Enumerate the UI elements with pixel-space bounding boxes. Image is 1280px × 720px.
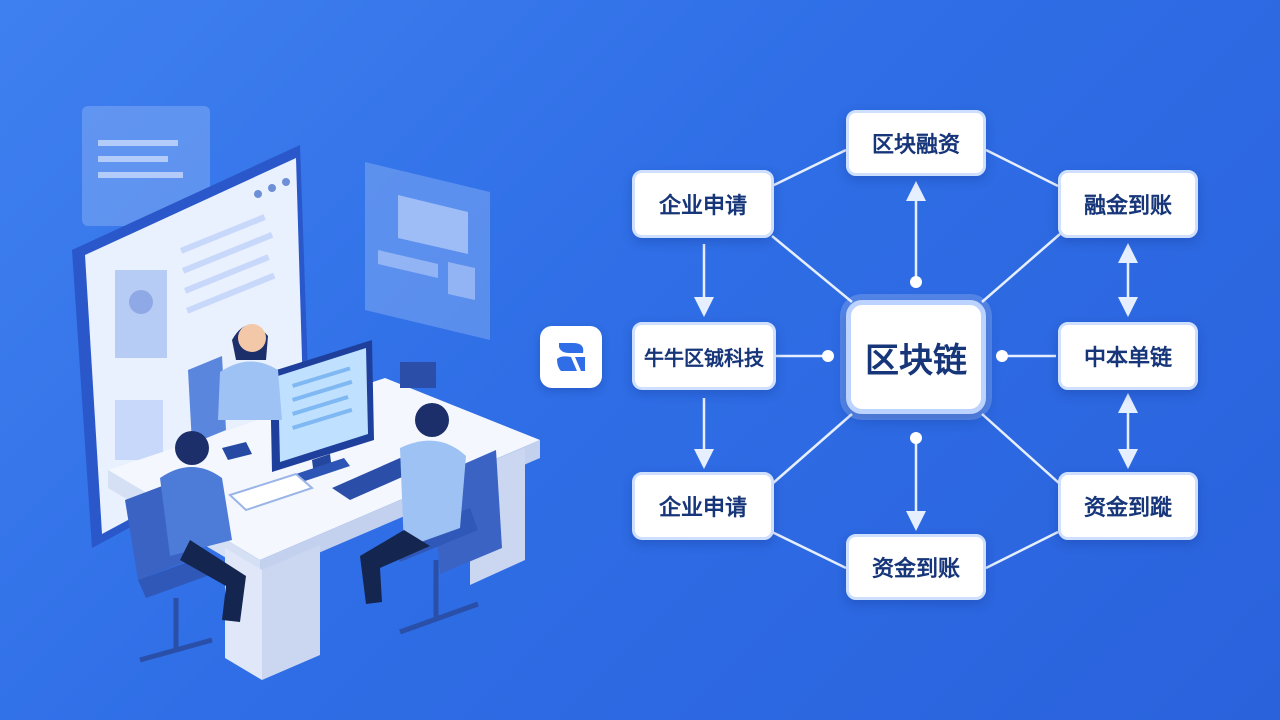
dot-center-top [910, 276, 922, 288]
office-illustration [72, 106, 540, 680]
connector-center-rightbottom [981, 413, 1061, 485]
dot-center-bottom [910, 432, 922, 444]
connector-top-righttop [985, 148, 1059, 188]
node-right-bottom: 资金到蹝 [1058, 472, 1198, 540]
connector-center-righttop [981, 233, 1061, 303]
company-logo-icon [540, 326, 602, 388]
node-top: 区块融资 [846, 110, 986, 176]
node-left-middle: 牛牛区铖科技 [632, 322, 776, 390]
desk-items [222, 442, 314, 512]
desk-monitor [270, 340, 436, 500]
connector-leftbottom-bottom [771, 530, 847, 570]
person-woman [188, 324, 282, 444]
node-left-bottom: 企业申请 [632, 472, 774, 540]
person-right [360, 403, 502, 635]
floating-panel-top-left [82, 106, 210, 226]
dot-center-left [822, 350, 834, 362]
node-right-middle: 中本单链 [1058, 322, 1198, 390]
dot-center-right [996, 350, 1008, 362]
floating-panel-right [365, 162, 490, 340]
connector-lefttop-top [771, 148, 847, 188]
connector-center-leftbottom [771, 413, 853, 485]
node-right-top: 融金到账 [1058, 170, 1198, 238]
node-left-top: 企业申请 [632, 170, 774, 238]
node-bottom: 资金到账 [846, 534, 986, 600]
person-left [125, 431, 246, 663]
node-center: 区块链 [846, 300, 986, 414]
connector-bottom-rightbottom [985, 530, 1059, 570]
logo-mark [557, 343, 585, 371]
connector-center-lefttop [771, 235, 853, 303]
